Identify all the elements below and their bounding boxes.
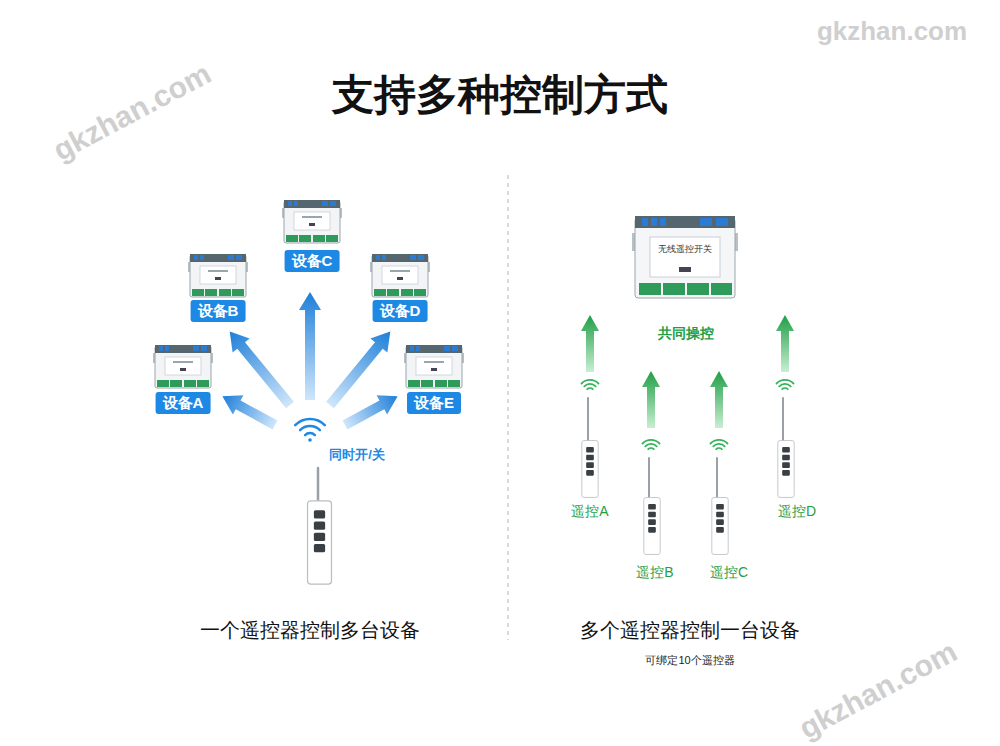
relay-device: 无线遥控开关 xyxy=(632,213,738,300)
panel-caption: 多个遥控器控制一台设备 xyxy=(580,618,800,642)
note: 可绑定10个遥控器 xyxy=(645,654,734,667)
watermark: gkzhan.com xyxy=(47,55,217,168)
relay-device xyxy=(188,254,248,297)
device-label: 设备B xyxy=(191,300,246,322)
remote-control xyxy=(582,441,598,498)
antenna xyxy=(588,398,783,498)
remote-label: 遥控A xyxy=(571,503,608,520)
signal-arrow xyxy=(776,315,794,372)
remote-label: 遥控B xyxy=(636,564,673,581)
device-label: 设备D xyxy=(373,300,428,322)
signal-arrow xyxy=(642,371,660,428)
signal-arrow xyxy=(581,315,599,372)
title: 支持多种控制方式 xyxy=(332,70,668,120)
node-text: 设备B xyxy=(198,302,239,320)
node-text: 设备C xyxy=(292,252,333,270)
signal-arrow xyxy=(710,371,728,428)
antenna xyxy=(317,468,320,501)
watermark: gkzhan.com xyxy=(793,633,963,746)
signal-arrow xyxy=(299,292,321,400)
remote-label: 遥控C xyxy=(710,564,748,581)
divider xyxy=(508,175,509,640)
device-drawing xyxy=(632,213,738,300)
node-text: 设备D xyxy=(380,302,421,320)
watermark: gkzhan.com xyxy=(817,16,967,47)
relay-device xyxy=(153,345,213,388)
node-text: 设备A xyxy=(163,394,204,412)
signal-label: 同时开/关 xyxy=(329,447,385,463)
remote-control xyxy=(712,498,728,555)
device-label: 设备A xyxy=(156,392,211,414)
signal-arrow xyxy=(217,387,280,435)
device-label: 设备E xyxy=(407,392,461,414)
remote-control xyxy=(778,441,794,498)
relay-device xyxy=(282,200,342,243)
device-label: 设备C xyxy=(285,250,340,272)
wifi-symbol xyxy=(582,380,794,449)
node-text: 无线遥控开关 xyxy=(658,244,712,255)
panel-caption: 一个遥控器控制多台设备 xyxy=(200,618,420,642)
remote-control xyxy=(644,498,660,555)
relay-device xyxy=(370,254,430,297)
signal-label: 共同操控 xyxy=(658,325,714,342)
remote-control xyxy=(308,501,332,584)
remote-label: 遥控D xyxy=(778,503,816,520)
relay-device xyxy=(404,345,464,388)
signal-arrow xyxy=(340,387,403,435)
node-text: 设备E xyxy=(414,394,454,412)
wifi-symbol xyxy=(295,419,325,442)
